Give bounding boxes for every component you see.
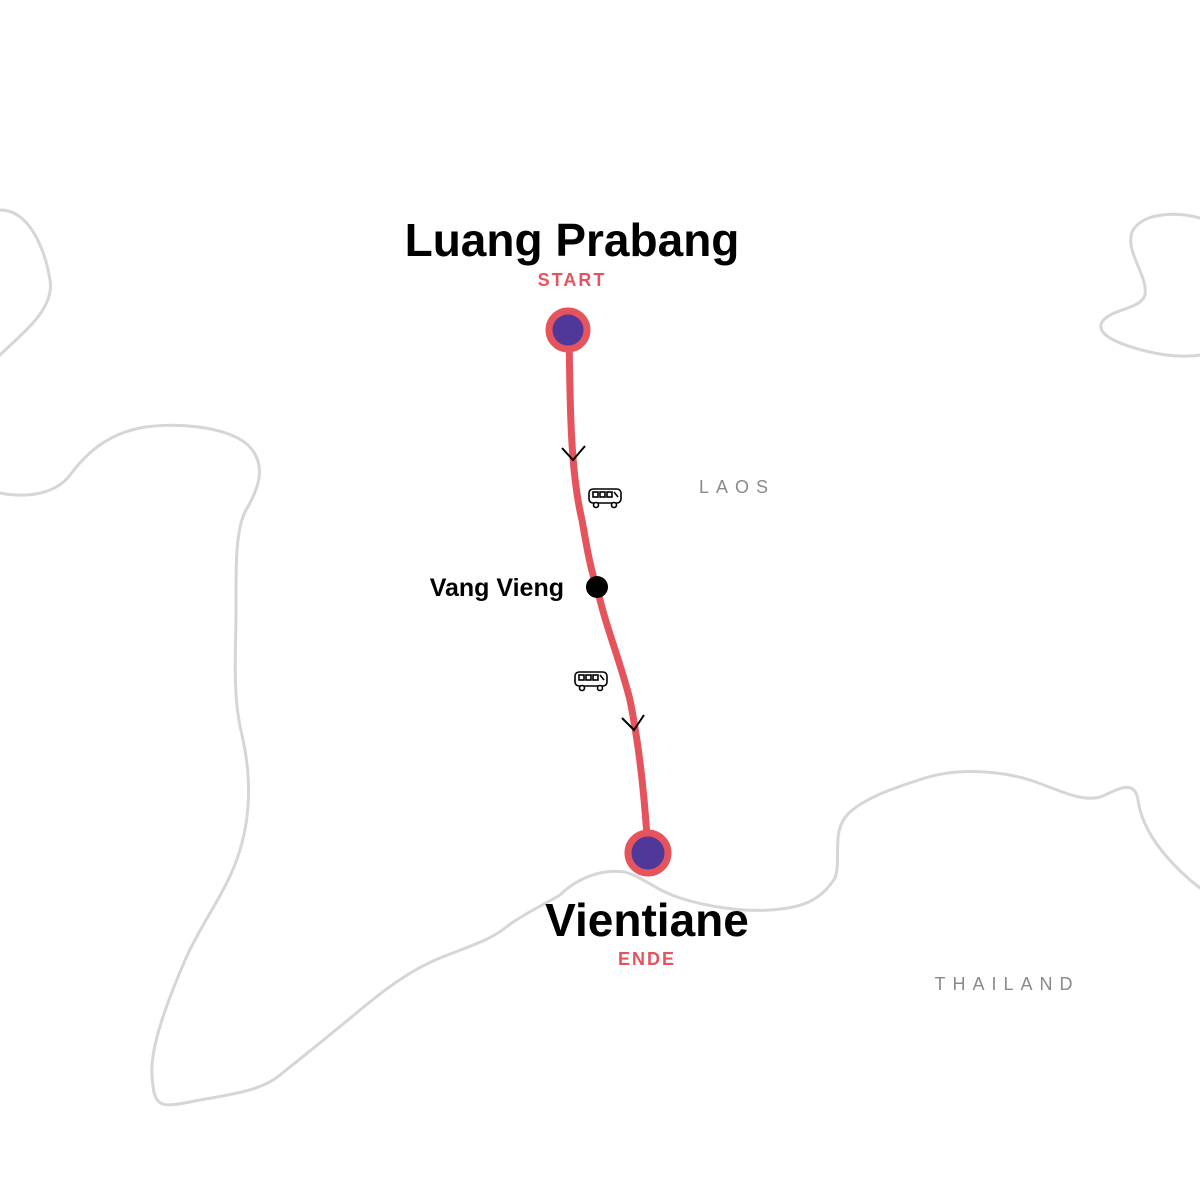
border-west-loop [0,423,1200,1107]
border-northwest [0,208,52,357]
start-marker[interactable] [545,307,591,353]
end-city-label: Vientiane [545,894,749,946]
direction-arrow-icon [621,714,645,732]
start-tag-label: START [538,270,607,290]
country-label-thailand: THAILAND [934,974,1079,994]
route-line [565,326,652,857]
bus-icon [588,488,622,509]
border-northeast [1099,212,1200,358]
borders [0,208,1200,1107]
end-tag-label: ENDE [618,949,676,969]
country-label-laos: LAOS [699,477,775,497]
end-marker[interactable] [624,829,672,877]
start-city-label: Luang Prabang [405,214,740,266]
bus-icon [574,671,608,692]
direction-arrow-icon [561,445,586,462]
waypoint-marker[interactable] [586,576,608,598]
waypoint-label: Vang Vieng [430,574,564,602]
